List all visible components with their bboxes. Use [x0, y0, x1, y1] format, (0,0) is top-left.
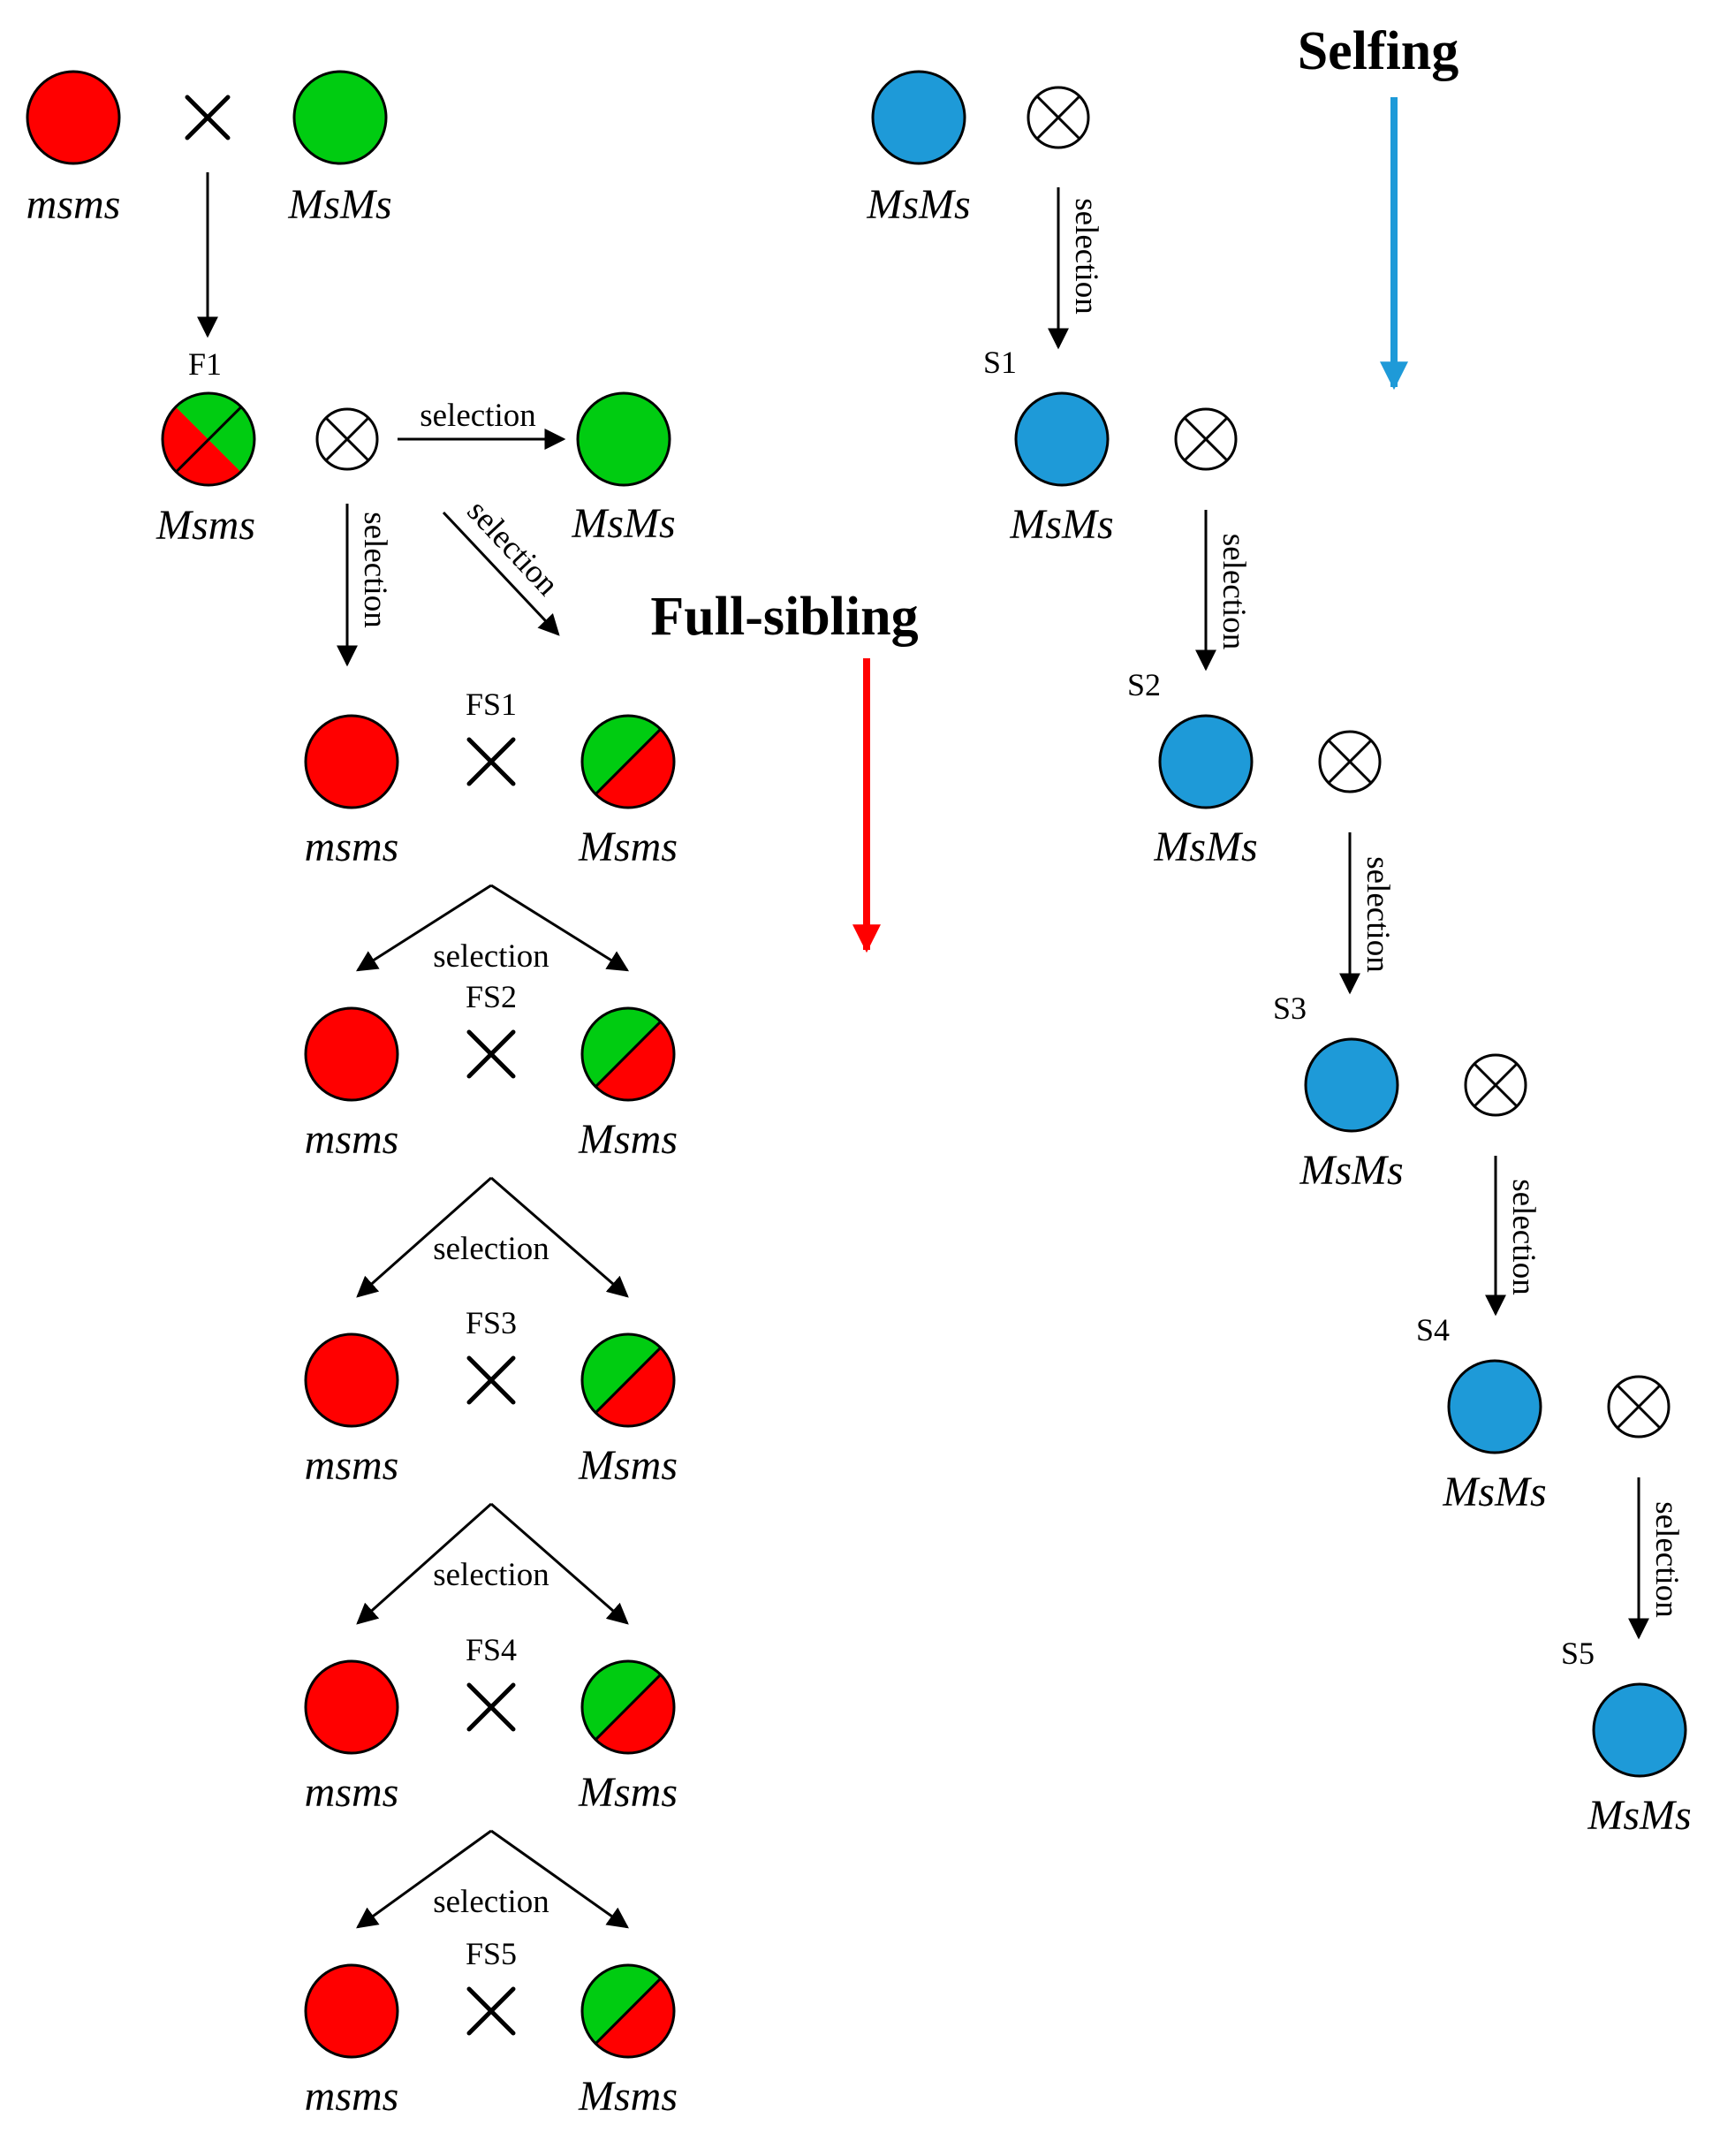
f1-selection-label-vertical: selection	[357, 512, 393, 628]
fs2-msms-label: msms	[305, 1116, 399, 1163]
parent-MsMs-label: MsMs	[287, 181, 391, 228]
s1-MsMs-label: MsMs	[1009, 501, 1113, 548]
selfing-title: Selfing	[1298, 21, 1459, 81]
fs2-to-fs3-right-arrow	[490, 1176, 629, 1298]
fs3-generation-label: FS3	[466, 1305, 517, 1340]
s5-MsMs-circle	[1592, 1682, 1687, 1778]
s5-MsMs-label: MsMs	[1587, 1792, 1691, 1839]
s1-generation-label: S1	[983, 345, 1017, 380]
parent-msms-circle	[26, 70, 121, 165]
selfing-parent-self-symbol	[1027, 86, 1090, 149]
fs1-generation-label: FS1	[466, 687, 517, 722]
s3-MsMs-label: MsMs	[1299, 1147, 1403, 1194]
fs3-Msms-label: Msms	[578, 1442, 678, 1489]
fs4-Msms-label: Msms	[578, 1769, 678, 1816]
s1-MsMs-circle	[1014, 391, 1110, 487]
fs1-cross-symbol	[466, 737, 516, 786]
fs5-Msms-label: Msms	[578, 2073, 678, 2120]
selfing-parent-MsMs-label: MsMs	[866, 181, 970, 228]
s2-self-symbol	[1318, 730, 1382, 793]
fs1-heterozygous-circle	[580, 714, 676, 809]
fs5-cross-symbol	[466, 1986, 516, 2036]
s2-generation-label: S2	[1127, 667, 1161, 702]
fs1-msms-label: msms	[305, 824, 399, 870]
full-sibling-title: Full-sibling	[650, 587, 918, 647]
fs1-selection-label: selection	[433, 938, 549, 975]
f1-genotype-label: Msms	[155, 502, 255, 549]
cross-symbol	[185, 95, 231, 140]
s3-generation-label: S3	[1273, 991, 1307, 1026]
s4-MsMs-label: MsMs	[1442, 1469, 1546, 1515]
selfing-parent-selection-label: selection	[1068, 198, 1104, 315]
f1-selection-label-horizontal: selection	[420, 398, 536, 434]
s2-MsMs-label: MsMs	[1153, 824, 1257, 870]
s4-generation-label: S4	[1416, 1312, 1450, 1348]
selfing-generations: S1MsMsselectionS2MsMsselectionS3MsMssele…	[983, 345, 1692, 1839]
f1-generation-label: F1	[188, 346, 222, 382]
fs4-to-fs5-left-arrow	[356, 1829, 492, 1929]
fs1-to-fs2-left-arrow	[355, 884, 492, 972]
fs4-selection-label: selection	[433, 1884, 549, 1920]
fs4-generation-label: FS4	[466, 1632, 517, 1667]
s3-MsMs-circle	[1304, 1037, 1399, 1133]
fs4-cross-symbol	[466, 1682, 516, 1732]
s2-selection-label: selection	[1360, 856, 1396, 973]
fs5-heterozygous-circle	[580, 1963, 676, 2059]
fs2-to-fs3-left-arrow	[356, 1176, 492, 1298]
f1-self-symbol	[315, 407, 379, 471]
fs3-msms-circle	[304, 1332, 399, 1428]
parent-msms-label: msms	[27, 181, 121, 228]
f1-selected-MsMs-circle	[576, 391, 671, 487]
fs5-msms-label: msms	[305, 2073, 399, 2120]
fs3-cross-symbol	[466, 1355, 516, 1405]
s1-selection-label: selection	[1216, 534, 1252, 650]
fs3-msms-label: msms	[305, 1442, 399, 1489]
fs5-msms-circle	[304, 1963, 399, 2059]
fs2-msms-circle	[304, 1006, 399, 1102]
s4-selection-label: selection	[1648, 1501, 1685, 1618]
fs2-heterozygous-circle	[580, 1006, 676, 1102]
s3-selection-label: selection	[1505, 1179, 1542, 1295]
fs2-generation-label: FS2	[466, 979, 517, 1014]
fs1-to-fs2-right-arrow	[490, 884, 630, 972]
s4-self-symbol	[1607, 1375, 1671, 1439]
fs2-selection-label: selection	[433, 1231, 549, 1267]
fs3-to-fs4-right-arrow	[490, 1502, 629, 1625]
fs5-generation-label: FS5	[466, 1936, 517, 1971]
fs2-cross-symbol	[466, 1029, 516, 1079]
fs1-msms-circle	[304, 714, 399, 809]
fs2-Msms-label: Msms	[578, 1116, 678, 1163]
fs4-msms-circle	[304, 1659, 399, 1755]
s5-generation-label: S5	[1561, 1636, 1595, 1671]
fs4-heterozygous-circle	[580, 1659, 676, 1755]
s4-MsMs-circle	[1447, 1359, 1542, 1454]
fs4-msms-label: msms	[305, 1769, 399, 1816]
fs3-selection-label: selection	[433, 1557, 549, 1593]
s2-MsMs-circle	[1158, 714, 1254, 809]
f1-heterozygous-circle	[161, 391, 256, 487]
fs1-Msms-label: Msms	[578, 824, 678, 870]
f1-to-fs1-diagonal-arrow	[442, 511, 560, 636]
fs3-heterozygous-circle	[580, 1332, 676, 1428]
fs3-to-fs4-left-arrow	[356, 1502, 492, 1625]
parent-MsMs-circle	[292, 70, 388, 165]
selfing-parent-MsMs-circle	[871, 70, 966, 165]
fs4-to-fs5-right-arrow	[490, 1829, 629, 1929]
s3-self-symbol	[1464, 1053, 1527, 1117]
s1-self-symbol	[1174, 407, 1238, 471]
f1-selected-MsMs-label: MsMs	[571, 500, 675, 547]
